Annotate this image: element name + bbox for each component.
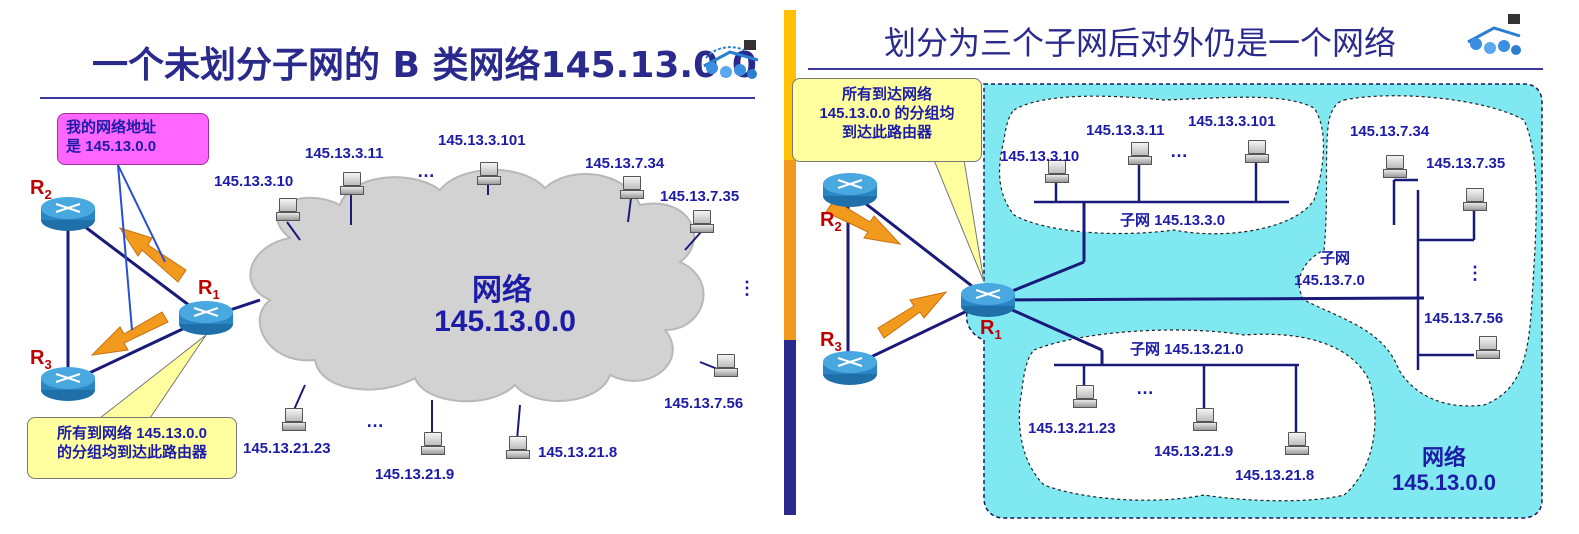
orange-arrow-up	[118, 227, 187, 283]
network-label-address: 145.13.0.0	[1392, 470, 1496, 495]
router-label-r3: R3	[30, 347, 52, 372]
host-computer[interactable]	[620, 176, 644, 200]
host-label: 145.13.21.8	[538, 444, 618, 461]
host-computer[interactable]	[1383, 155, 1407, 179]
host-computer[interactable]	[276, 198, 300, 222]
host-label: 145.13.21.23	[243, 440, 331, 457]
ellipsis: …	[366, 411, 384, 431]
left-title: 一个未划分子网的 B 类网络145.13.0.0	[92, 45, 757, 86]
host-label: 145.13.3.11	[305, 145, 384, 162]
host-computer[interactable]	[477, 162, 501, 186]
host-links	[286, 185, 726, 441]
host-computer[interactable]	[1285, 432, 1309, 456]
network-icon	[700, 38, 762, 82]
router-r2[interactable]	[40, 196, 96, 232]
vertical-divider	[784, 10, 796, 515]
host-label: 145.13.21.23	[1028, 420, 1116, 437]
cloud-label-title: 网络	[472, 274, 532, 307]
host-label: 145.13.21.8	[1235, 467, 1315, 484]
router-r2[interactable]	[822, 172, 878, 208]
host-computer[interactable]	[1463, 188, 1487, 212]
left-diagram: 一个未划分子网的 B 类网络145.13.0.0	[0, 0, 778, 534]
right-title-rule	[808, 68, 1543, 70]
left-diagram-graphics	[66, 164, 726, 441]
router-label-r2: R2	[820, 209, 842, 234]
link-r2-r1	[67, 212, 207, 320]
subnet-3-bus	[1034, 160, 1289, 204]
orange-arrow-r3	[877, 291, 948, 339]
callout-pointer-1	[117, 164, 166, 263]
host-computer[interactable]	[340, 172, 364, 196]
host-label: 145.13.7.56	[664, 395, 744, 412]
host-label: 145.13.3.101	[1188, 113, 1276, 130]
host-computer[interactable]	[1193, 408, 1217, 432]
subnet-7-bus	[1392, 178, 1476, 370]
host-label: 145.13.3.101	[438, 132, 526, 149]
callout-pointer-2	[117, 164, 133, 331]
host-computer[interactable]	[1245, 140, 1269, 164]
network-label-title: 网络	[1421, 445, 1466, 470]
ellipsis: …	[417, 161, 435, 181]
router-r1[interactable]	[960, 282, 1016, 318]
subnet-7-label-title: 子网	[1320, 250, 1351, 267]
router-r3[interactable]	[822, 350, 878, 386]
orange-arrow-down	[90, 311, 169, 356]
ellipsis: ⋮	[1466, 263, 1484, 283]
host-computer[interactable]	[690, 210, 714, 234]
subnet-3-label: 子网 145.13.3.0	[1120, 212, 1226, 229]
subnet-21-label: 子网 145.13.21.0	[1130, 341, 1244, 358]
host-computer[interactable]	[1045, 160, 1069, 184]
host-label: 145.13.21.9	[1154, 443, 1234, 460]
router-label-r3: R3	[820, 329, 842, 354]
subnet-21-bus	[1054, 363, 1299, 432]
left-title-rule	[40, 97, 755, 99]
right-title: 划分为三个子网后对外仍是一个网络	[884, 24, 1397, 62]
host-computer[interactable]	[1073, 385, 1097, 409]
network-cloud	[249, 168, 705, 403]
host-computer[interactable]	[421, 432, 445, 456]
ellipsis: …	[1136, 378, 1154, 398]
host-label: 145.13.7.35	[1426, 155, 1506, 172]
router-r3[interactable]	[40, 366, 96, 402]
host-computer[interactable]	[282, 408, 306, 432]
host-computer[interactable]	[714, 354, 738, 378]
host-label: 145.13.3.11	[1086, 122, 1165, 139]
host-computer[interactable]	[1128, 142, 1152, 166]
host-label: 145.13.21.9	[375, 466, 455, 483]
ellipsis: …	[1170, 141, 1188, 161]
router-label-r2: R2	[30, 177, 52, 202]
network-icon	[1464, 14, 1524, 58]
cloud-label-address: 145.13.0.0	[434, 305, 576, 338]
host-label: 145.13.7.56	[1424, 310, 1504, 327]
host-label: 145.13.7.34	[1350, 123, 1430, 140]
host-label: 145.13.7.35	[660, 188, 740, 205]
subnet-3-area	[999, 95, 1324, 235]
subnet-7-label-address: 145.13.7.0	[1294, 272, 1365, 289]
host-computer[interactable]	[1476, 336, 1500, 360]
host-label: 145.13.3.10	[1000, 148, 1080, 165]
ellipsis: ⋮	[738, 278, 756, 298]
host-label: 145.13.7.34	[585, 155, 665, 172]
host-label: 145.13.3.10	[214, 173, 294, 190]
router-r1[interactable]	[178, 300, 234, 336]
router-label-r1: R1	[198, 277, 220, 302]
router-label-r1: R1	[980, 317, 1002, 342]
right-diagram: 划分为三个子网后对外仍是一个网络	[784, 0, 1579, 534]
host-computer[interactable]	[506, 436, 530, 460]
callout-network-address: 我的网络地址是 145.13.0.0	[57, 113, 209, 165]
